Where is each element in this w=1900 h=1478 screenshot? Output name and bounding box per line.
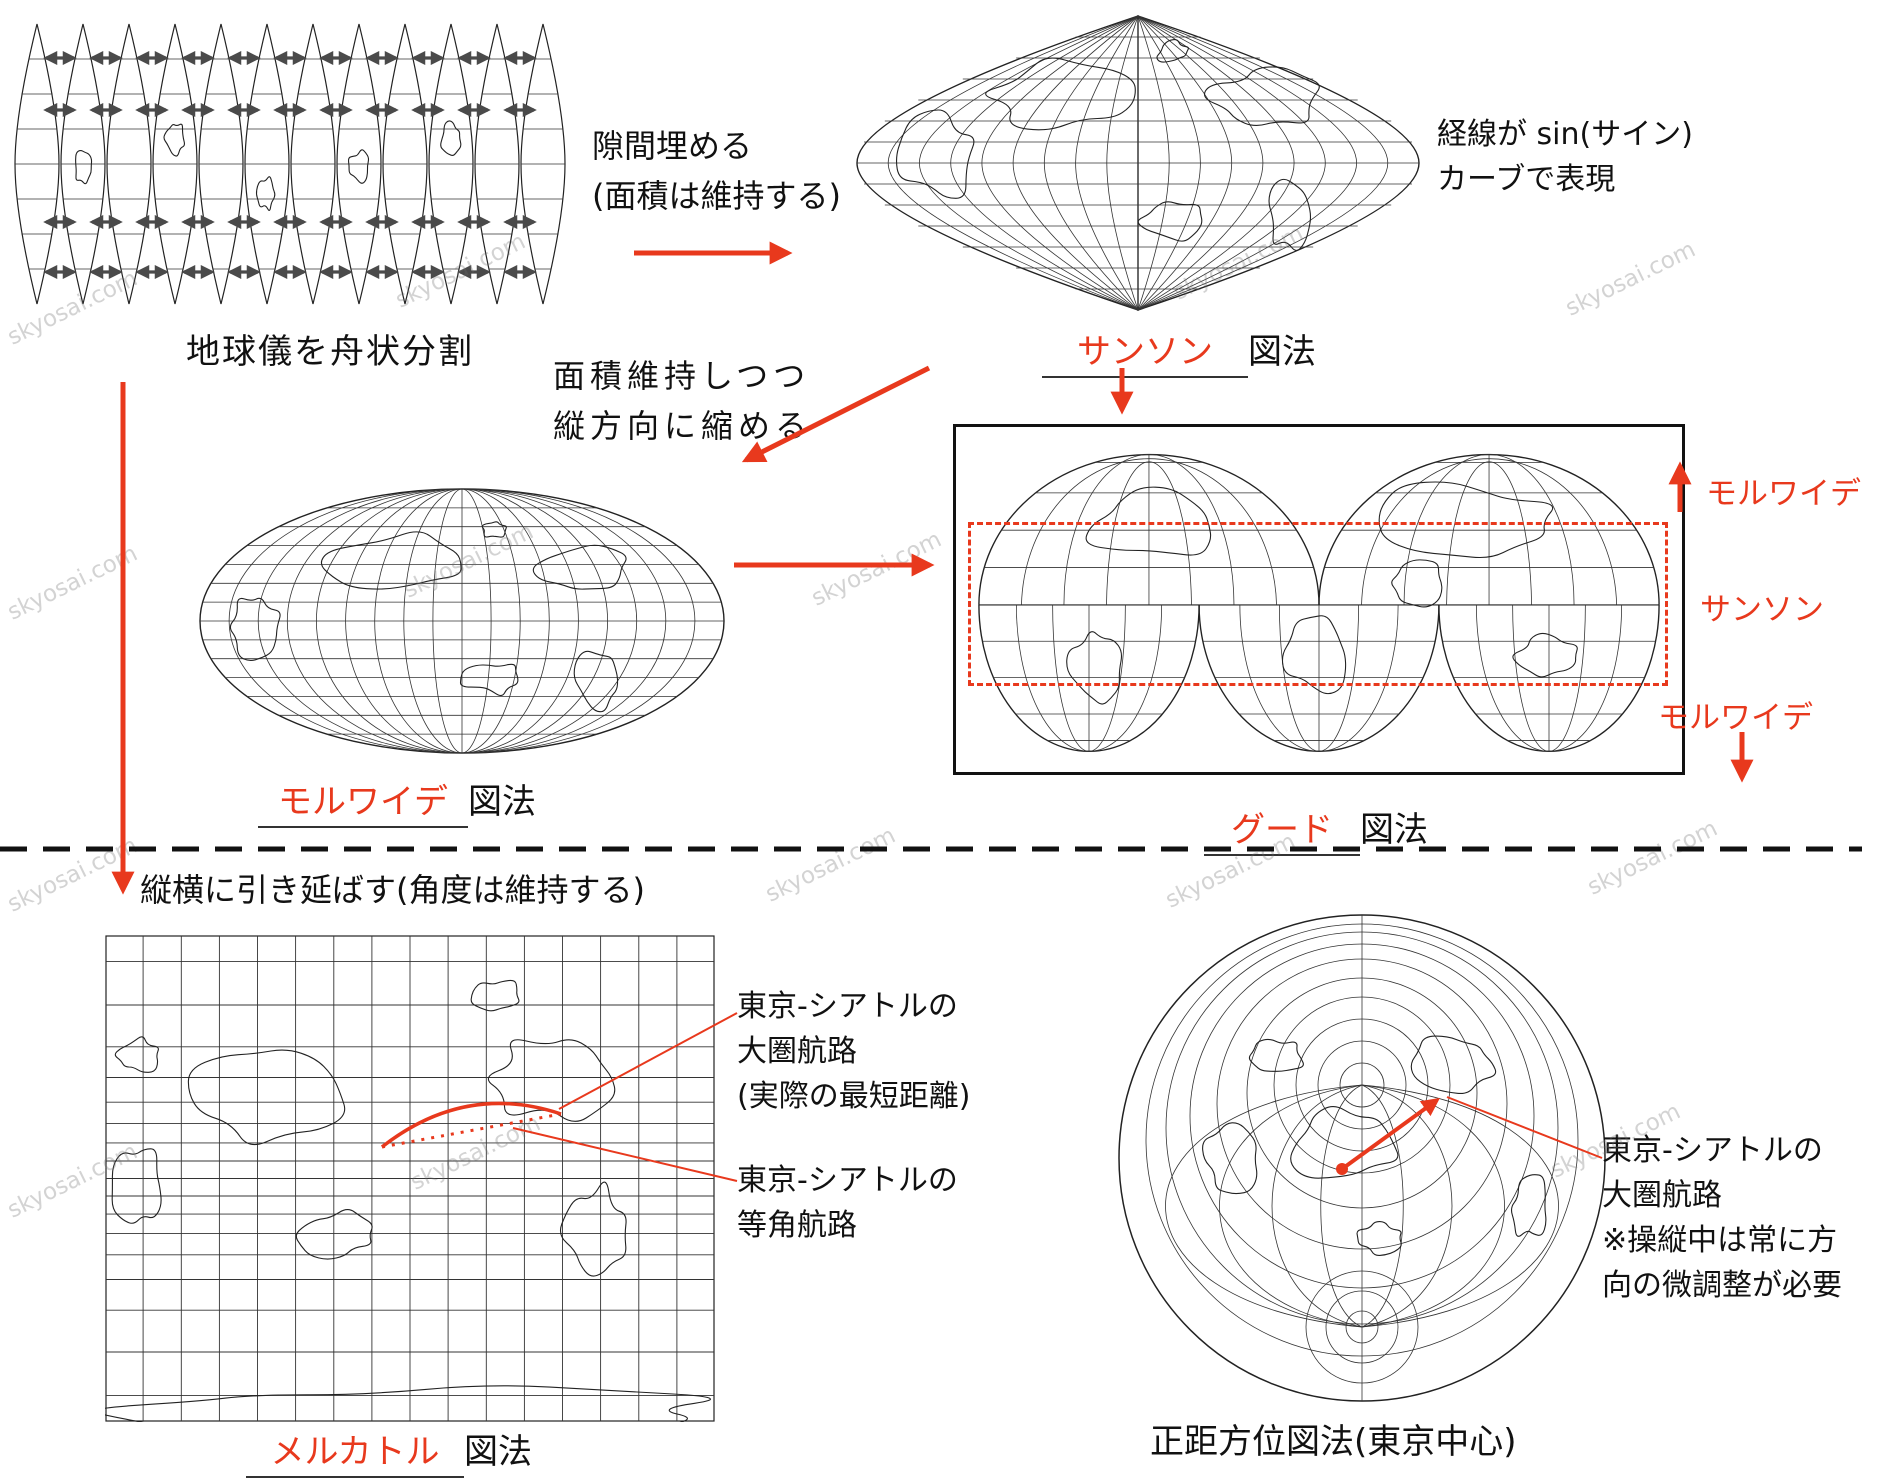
fill-gaps-note: 隙間埋める (面積は維持する) bbox=[592, 122, 841, 221]
goode-caption: グード図法 bbox=[1204, 802, 1428, 856]
goode-name: グード bbox=[1204, 802, 1360, 856]
mollweide-name: モルワイデ bbox=[258, 774, 468, 828]
sanson-suffix: 図法 bbox=[1248, 332, 1316, 372]
sanson-note-line2: カーブで表現 bbox=[1437, 162, 1616, 197]
azimuthal-note-line2: 大圏航路 bbox=[1602, 1178, 1722, 1213]
azimuthal-map bbox=[1118, 914, 1606, 1402]
goode-label-bottom: モルワイデ bbox=[1658, 700, 1813, 736]
watermark: skyosai.com bbox=[761, 822, 900, 908]
sanson-note-line1: 経線が sin(サイン) bbox=[1437, 117, 1693, 152]
mollweide-caption: モルワイデ図法 bbox=[258, 774, 536, 828]
goode-map bbox=[978, 453, 1660, 753]
goode-label-middle: サンソン bbox=[1700, 592, 1824, 628]
azimuthal-note-line4: 向の微調整が必要 bbox=[1602, 1268, 1842, 1303]
sanson-name: サンソン bbox=[1042, 324, 1248, 378]
shrink-line2: 縦方向に縮める bbox=[553, 406, 813, 445]
rhumb-line2: 等角航路 bbox=[737, 1208, 857, 1243]
shrink-note: 面積維持しつつ 縦方向に縮める bbox=[553, 352, 812, 451]
sanson-note: 経線が sin(サイン) カーブで表現 bbox=[1437, 112, 1693, 202]
mercator-suffix: 図法 bbox=[464, 1432, 532, 1472]
sanson-caption: サンソン図法 bbox=[1042, 324, 1316, 378]
stretch-note: 縦横に引き延ばす(角度は維持する) bbox=[140, 871, 645, 909]
goode-suffix: 図法 bbox=[1360, 810, 1428, 850]
rhumb-line-label: 東京-シアトルの 等角航路 bbox=[737, 1158, 958, 1248]
great-circle-line2: 大圏航路 bbox=[737, 1034, 857, 1069]
great-circle-label: 東京-シアトルの 大圏航路 (実際の最短距離) bbox=[737, 984, 970, 1119]
shrink-line1: 面積維持しつつ bbox=[553, 357, 811, 395]
gore-strip-map bbox=[14, 23, 566, 305]
watermark: skyosai.com bbox=[1561, 236, 1700, 322]
mercator-caption: メルカトル図法 bbox=[246, 1424, 532, 1478]
azimuthal-caption: 正距方位図法(東京中心) bbox=[1150, 1422, 1517, 1462]
azimuthal-note: 東京-シアトルの 大圏航路 ※操縦中は常に方 向の微調整が必要 bbox=[1602, 1128, 1842, 1308]
watermark: skyosai.com bbox=[3, 832, 142, 918]
mercator-name: メルカトル bbox=[246, 1424, 464, 1478]
rhumb-line1: 東京-シアトルの bbox=[737, 1163, 958, 1198]
watermark: skyosai.com bbox=[1583, 815, 1722, 901]
goode-label-top: モルワイデ bbox=[1706, 476, 1861, 512]
azimuthal-note-line3: ※操縦中は常に方 bbox=[1602, 1223, 1838, 1258]
watermark: skyosai.com bbox=[3, 540, 142, 626]
sanson-map bbox=[856, 15, 1420, 311]
mercator-map bbox=[105, 935, 715, 1422]
fill-gaps-line1: 隙間埋める bbox=[592, 127, 753, 165]
azimuthal-note-line1: 東京-シアトルの bbox=[1602, 1133, 1823, 1168]
goode-frame bbox=[953, 424, 1685, 775]
gore-caption: 地球儀を舟状分割 bbox=[186, 332, 474, 372]
watermark: skyosai.com bbox=[807, 526, 946, 612]
mollweide-suffix: 図法 bbox=[468, 782, 536, 822]
great-circle-line3: (実際の最短距離) bbox=[737, 1079, 971, 1114]
great-circle-line1: 東京-シアトルの bbox=[737, 989, 958, 1024]
fill-gaps-line2: (面積は維持する) bbox=[592, 176, 841, 215]
mollweide-map bbox=[199, 488, 725, 754]
